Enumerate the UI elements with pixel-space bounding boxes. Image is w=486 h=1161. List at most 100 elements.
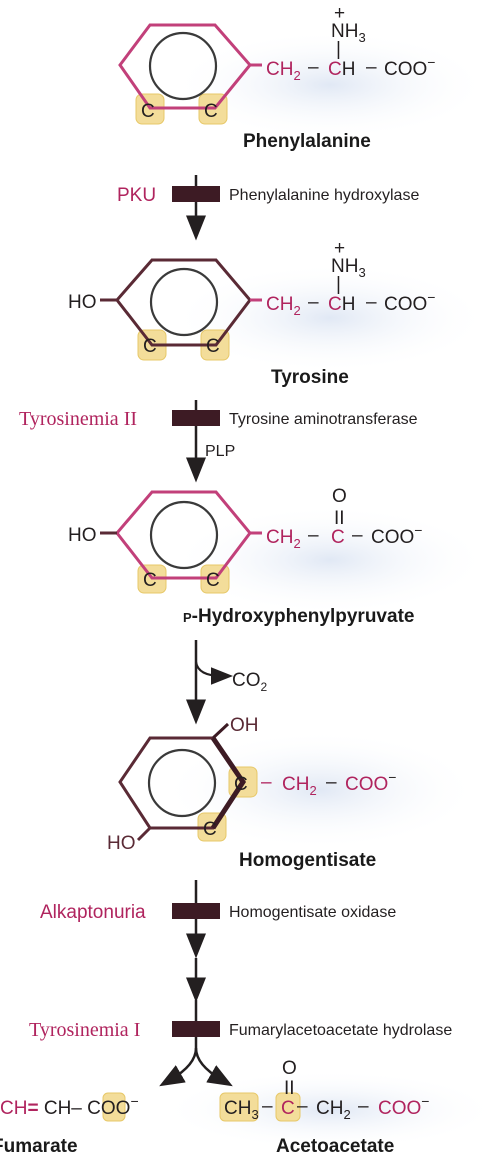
compound-name-hydroxyphenylpyruvate: P-Hydroxyphenylpyruvate	[183, 606, 414, 627]
bond-dash: –	[358, 1096, 369, 1117]
double-bond: II	[284, 1078, 295, 1099]
enzyme-block	[172, 410, 220, 426]
carbon-highlight	[219, 1092, 259, 1122]
charge-minus: −	[130, 1093, 138, 1109]
vertical-bond: |	[336, 274, 341, 295]
svg-text:NH3: NH3	[331, 21, 366, 45]
bond-dash: –	[352, 525, 363, 546]
compound-name-tyrosine: Tyrosine	[271, 367, 349, 388]
svg-text:COO−: COO−	[384, 54, 435, 80]
carbon-highlight	[275, 1092, 301, 1122]
homogentisate-structure: OH HO C C – CH2 – COO−	[107, 715, 396, 854]
ring-carbon-2: C	[206, 570, 220, 591]
double-bond: =	[27, 1098, 38, 1119]
nh3-subscript: 3	[358, 265, 365, 280]
svg-text:COO−: COO−	[345, 769, 396, 795]
carboxylate: COO	[371, 527, 414, 548]
ring-carbon-2: C	[203, 819, 217, 840]
enzyme-fumarylacetoacetate-hydrolase: Fumarylacetoacetate hydrolase	[229, 1022, 452, 1039]
keto-oxygen: O	[332, 486, 347, 507]
hydroxyphenylpyruvate-structure: HO C C CH2 – C – COO− II O	[68, 486, 422, 594]
ch2-subscript: 2	[293, 303, 300, 318]
svg-text:CH2: CH2	[266, 59, 301, 83]
charge-minus: −	[388, 769, 396, 785]
name-main: -Hydroxyphenylpyruvate	[192, 606, 415, 627]
acetoacetate-structure: CH3 – C – CH2 – COO− II O	[219, 1058, 429, 1122]
svg-text:CH: CH	[328, 294, 355, 315]
enzyme-block	[172, 186, 220, 202]
carboxylate: COO	[378, 1098, 421, 1119]
disease-tyrosinemia-ii: Tyrosinemia II	[19, 408, 137, 430]
disease-alkaptonuria: Alkaptonuria	[40, 902, 146, 923]
keto-oxygen: O	[282, 1058, 297, 1079]
enzyme-block	[172, 1021, 220, 1037]
alpha-carbon: C	[328, 294, 342, 315]
vertical-bond: |	[336, 39, 341, 60]
charge-plus: +	[334, 238, 345, 259]
ring-bond	[136, 826, 152, 842]
compound-name-homogentisate: Homogentisate	[239, 850, 376, 871]
svg-text:CH2: CH2	[316, 1098, 351, 1122]
ring-circle	[147, 748, 217, 818]
bond-dash: –	[308, 525, 319, 546]
enzyme-phenylalanine-hydroxylase: Phenylalanine hydroxylase	[229, 187, 419, 204]
product-co2: CO2	[232, 670, 268, 694]
svg-text:COO−: COO−	[371, 522, 422, 548]
fumarate-carbon: C	[87, 1098, 101, 1119]
ring-edge-bold	[210, 736, 247, 830]
fumarate-ch: CH	[0, 1098, 27, 1119]
tyrosine-structure: HO C C CH2 – CH – COO− | NH3 +	[68, 238, 435, 361]
ring-carbon-1: C	[234, 774, 248, 795]
ring-carbon-1: C	[141, 101, 155, 122]
ch3-subscript: 3	[251, 1107, 258, 1122]
hydroxyl-group: HO	[68, 292, 97, 313]
compound-name-phenylalanine: Phenylalanine	[243, 131, 371, 152]
ring-carbon-1: C	[143, 336, 157, 357]
ch2-group: CH	[282, 774, 309, 795]
svg-text:CH2: CH2	[266, 527, 301, 551]
phenylalanine-structure: C C CH2 – CH – COO− | NH3 +	[118, 3, 435, 125]
bond-dash: –	[366, 292, 377, 313]
bond-dash: –	[308, 292, 319, 313]
charge-minus: −	[427, 54, 435, 70]
amino-group: NH	[331, 21, 358, 42]
charge-plus: +	[334, 3, 345, 24]
carboxylate: COO	[384, 59, 427, 80]
ch2-subscript: 2	[343, 1107, 350, 1122]
svg-text:CH: CH	[328, 59, 355, 80]
alpha-hydrogen: H	[342, 59, 356, 80]
bond-dash: –	[297, 1096, 308, 1117]
svg-text:CH3: CH3	[224, 1098, 259, 1122]
keto-carbon: C	[281, 1098, 295, 1119]
split-arrow-right	[194, 1047, 233, 1087]
amino-group: NH	[331, 256, 358, 277]
disease-tyrosinemia-i: Tyrosinemia I	[29, 1019, 140, 1041]
split-arrow-left	[159, 1047, 198, 1087]
ch2-subscript: 2	[293, 536, 300, 551]
fumarate-oo: OO	[101, 1098, 131, 1119]
carboxylate: COO	[384, 294, 427, 315]
compound-name-acetoacetate: Acetoacetate	[276, 1136, 394, 1157]
ring-circle	[149, 267, 219, 337]
compound-name-fumarate: Fumarate	[0, 1136, 78, 1157]
ch2-subscript: 2	[293, 68, 300, 83]
benzene-ring	[118, 23, 252, 110]
ring-circle	[148, 31, 218, 101]
enzyme-homogentisate-oxidase: Homogentisate oxidase	[229, 904, 396, 921]
svg-text:COO−: COO−	[384, 289, 435, 315]
ch2-group: CH	[266, 294, 293, 315]
disease-pku: PKU	[117, 185, 156, 206]
methyl-group: CH	[224, 1098, 251, 1119]
bond-dash: –	[308, 57, 319, 78]
cofactor-plp: PLP	[205, 443, 235, 460]
charge-minus: −	[421, 1093, 429, 1109]
ch2-group: CH	[266, 527, 293, 548]
svg-text:CH2: CH2	[266, 294, 301, 318]
bond-dash: –	[262, 1096, 273, 1117]
hydroxyl-group-top: OH	[230, 715, 259, 736]
charge-minus: −	[427, 289, 435, 305]
bond-dash: –	[326, 772, 337, 793]
enzyme-block	[172, 903, 220, 919]
background-glow	[170, 263, 486, 373]
